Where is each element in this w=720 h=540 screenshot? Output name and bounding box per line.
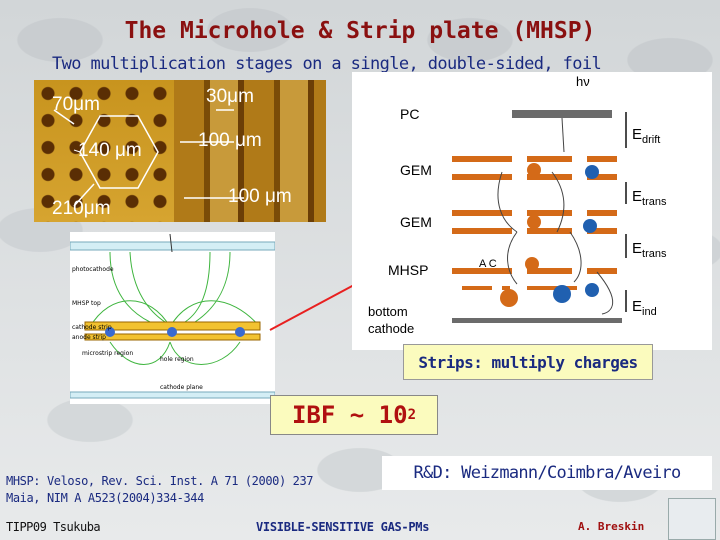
electron-icon [167, 327, 177, 337]
schem-label-cathode-plane: cathode plane [160, 384, 203, 391]
reference-1: MHSP: Veloso, Rev. Sci. Inst. A 71 (2000… [6, 474, 314, 488]
references: MHSP: Veloso, Rev. Sci. Inst. A 71 (2000… [6, 473, 314, 507]
institute-logo [668, 498, 716, 540]
label-100um-bottom: 100 μm [228, 186, 292, 207]
micrograph-overlay [53, 109, 244, 207]
mhsp-cascade-diagram: PC GEM GEM MHSP bottom cathode hν A C Ed… [352, 72, 712, 350]
schem-label-anode-strip: anode strip [72, 334, 106, 341]
slide-title: The Microhole & Strip plate (MHSP) [124, 18, 596, 44]
label-gem-2: GEM [400, 214, 432, 230]
label-hv: hν [576, 74, 590, 89]
photocathode-plate [70, 241, 275, 251]
label-bottom: bottom [368, 304, 408, 319]
label-e-trans-1: Etrans [632, 188, 667, 208]
slide-subtitle: Two multiplication stages on a single, d… [52, 54, 602, 74]
rd-collaboration: R&D: Weizmann/Coimbra/Aveiro [382, 456, 712, 490]
label-140um: 140 μm [78, 140, 142, 161]
cathode-plane [70, 391, 275, 399]
label-gem-1: GEM [400, 162, 432, 178]
label-mhsp: MHSP [388, 262, 429, 278]
mhsp-schematic: photocathode MHSP top cathode strip anod… [70, 232, 275, 404]
schem-label-cathode-strip: cathode strip [72, 324, 112, 331]
label-e-trans-2: Etrans [632, 240, 667, 260]
bottom-cathode-plate [452, 318, 622, 323]
label-e-ind: Eind [632, 298, 657, 318]
pc-layer [512, 110, 612, 118]
schem-label-photocathode: photocathode [72, 266, 114, 273]
photon-icon [169, 233, 173, 253]
microhole-micrograph: 70μm 30μm 140 μm 100 μm 100 μm 210μm [34, 80, 326, 222]
footer-conference: TIPP09 Tsukuba [6, 520, 101, 534]
label-e-drift: Edrift [632, 126, 661, 146]
label-100um-top: 100 μm [198, 130, 262, 151]
label-ac: A C [479, 258, 497, 270]
footer-author: A. Breskin [578, 520, 645, 533]
label-30um: 30μm [206, 86, 254, 107]
label-pc: PC [400, 106, 420, 122]
reference-2: Maia, NIM A A523(2004)334-344 [6, 491, 204, 505]
label-70um: 70μm [52, 94, 100, 115]
footer-topic: VISIBLE-SENSITIVE GAS-PMs [256, 520, 430, 534]
strips-callout: Strips: multiply charges [403, 344, 653, 380]
schem-label-mhsp-top: MHSP top [72, 300, 101, 307]
label-210um: 210μm [52, 198, 111, 219]
label-cathode: cathode [368, 321, 415, 336]
schem-label-microstrip: microstrip region [82, 350, 134, 357]
schem-label-hole: hole region [160, 356, 194, 363]
micrograph-hole-pattern [34, 80, 174, 222]
